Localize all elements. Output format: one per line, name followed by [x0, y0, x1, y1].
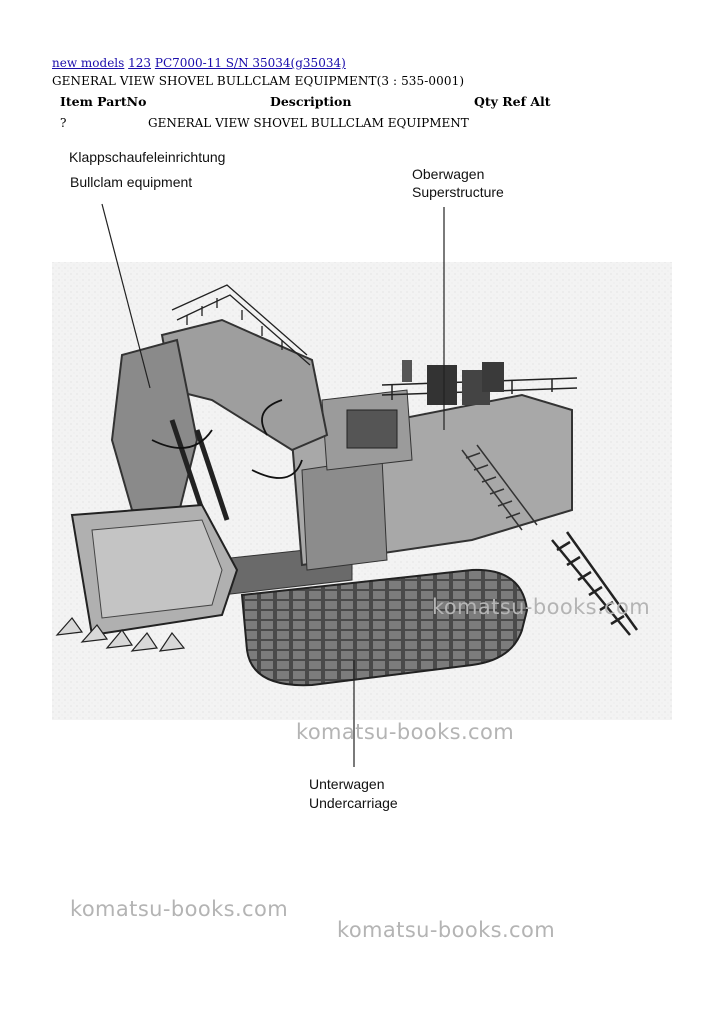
cell-description: GENERAL VIEW SHOVEL BULLCLAM EQUIPMENT — [148, 116, 469, 130]
excavator-drawing: Klappschaufeleinrichtung Bullclam equipm… — [52, 149, 672, 811]
watermark: komatsu-books.com — [432, 595, 651, 619]
watermark: komatsu-books.com — [337, 918, 556, 942]
label-superstructure-en: Superstructure — [412, 184, 504, 200]
watermark: komatsu-books.com — [296, 720, 515, 744]
breadcrumb-link-123[interactable]: 123 — [128, 56, 152, 70]
breadcrumb: new models 123 PC7000-11 S/N 35034(g3503… — [52, 56, 346, 70]
excavator-illustration: Klappschaufeleinrichtung Bullclam equipm… — [52, 140, 676, 830]
label-superstructure-de: Oberwagen — [412, 166, 484, 182]
breadcrumb-link-new-models[interactable]: new models — [52, 56, 125, 70]
header-description: Description — [270, 94, 352, 109]
page-title: GENERAL VIEW SHOVEL BULLCLAM EQUIPMENT(3… — [52, 74, 465, 88]
label-undercarriage-en: Undercarriage — [309, 795, 398, 811]
watermark: komatsu-books.com — [70, 897, 289, 921]
header-item-partno: Item PartNo — [60, 94, 147, 109]
header-qty-ref-alt: Qty Ref Alt — [474, 94, 551, 109]
label-undercarriage-de: Unterwagen — [309, 776, 385, 792]
label-bullclam-de: Klappschaufeleinrichtung — [69, 149, 225, 165]
cell-item: ? — [60, 116, 67, 130]
breadcrumb-link-model[interactable]: PC7000-11 S/N 35034(g35034) — [154, 56, 346, 70]
label-bullclam-en: Bullclam equipment — [70, 174, 192, 190]
